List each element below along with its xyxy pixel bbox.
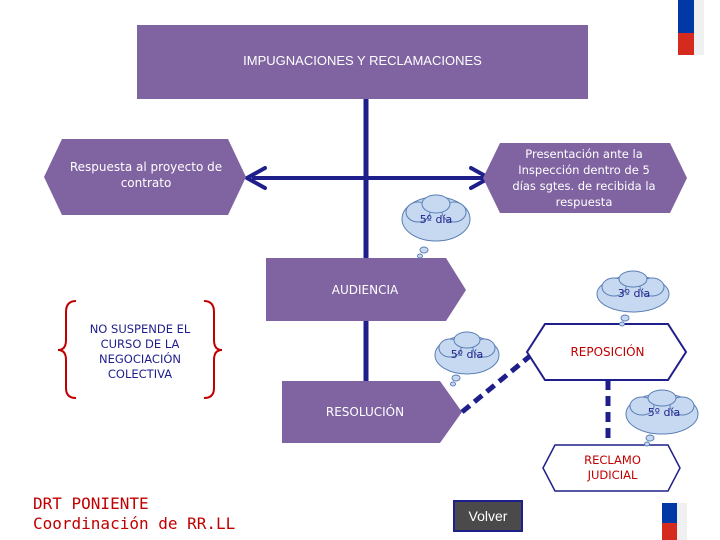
bottom-flag-red bbox=[662, 523, 677, 540]
cloud-3-label: 5º día bbox=[450, 348, 484, 361]
volver-button-label: Volver bbox=[468, 508, 508, 524]
bottom-flag-white bbox=[677, 503, 687, 540]
diagram-title: IMPUGNACIONES Y RECLAMACIONES bbox=[243, 53, 482, 68]
left-hexagon bbox=[44, 139, 246, 215]
arrowhead-left bbox=[245, 166, 267, 190]
cloud-2 bbox=[596, 270, 670, 327]
resolucion-label: RESOLUCIÓN bbox=[325, 405, 405, 419]
footer-subtitle: Coordinación de RR.LL bbox=[33, 514, 236, 533]
reclamo-shape bbox=[542, 444, 681, 492]
flag-blue-bar bbox=[678, 0, 694, 33]
right-box-label: Presentación ante la Inspección dentro d… bbox=[512, 147, 656, 209]
volver-button[interactable]: Volver bbox=[453, 500, 523, 532]
cloud-4-label: 5º día bbox=[647, 406, 681, 419]
right-brace bbox=[203, 300, 223, 399]
cloud-2-label: 3º día bbox=[617, 287, 651, 300]
cloud-1 bbox=[401, 194, 471, 259]
left-brace bbox=[57, 300, 77, 399]
reposicion-shape bbox=[525, 323, 688, 381]
left-box-label: Respuesta al proyecto de contrato bbox=[69, 160, 223, 190]
audiencia-shape bbox=[266, 258, 466, 321]
flag-red-bar bbox=[678, 33, 694, 55]
no-suspende-label: NO SUSPENDE EL CURSO DE LA NEGOCIACIÓN C… bbox=[89, 322, 191, 381]
cloud-3 bbox=[434, 331, 500, 387]
cloud-4 bbox=[625, 389, 699, 447]
bottom-flag-blue bbox=[662, 503, 677, 523]
reposicion-label: REPOSICIÓN bbox=[570, 345, 645, 359]
title-box bbox=[137, 25, 588, 99]
resolucion-shape bbox=[282, 381, 462, 443]
dashed-connector-resolucion-reposicion bbox=[460, 354, 532, 414]
audiencia-label: AUDIENCIA bbox=[331, 283, 399, 297]
reclamo-label: RECLAMO JUDICIAL bbox=[584, 453, 641, 482]
cloud-1-label: 5º día bbox=[419, 213, 453, 226]
right-hexagon bbox=[483, 143, 687, 213]
flag-white-bar bbox=[694, 0, 704, 55]
footer-title: DRT PONIENTE bbox=[33, 494, 149, 513]
